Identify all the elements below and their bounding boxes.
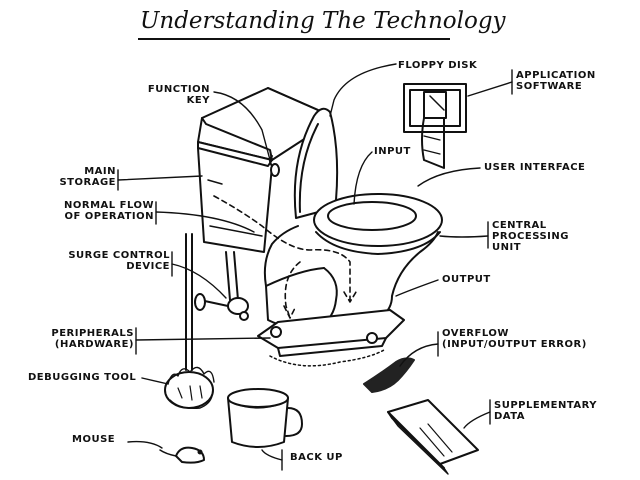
toilet-base: [257, 309, 405, 367]
label-supplementary-data-line1: SUPPLEMENTARY: [494, 400, 598, 411]
label-input: INPUT: [374, 146, 411, 157]
label-floppy-disk: FLOPPY DISK: [398, 60, 478, 71]
label-cpu: CENTRAL PROCESSING UNIT: [492, 220, 569, 253]
paper-holder: [403, 83, 467, 169]
label-function-key: FUNCTION KEY: [138, 84, 210, 106]
label-debugging-tool: DEBUGGING TOOL: [28, 372, 137, 383]
label-peripherals-line1: PERIPHERALS: [51, 328, 134, 339]
label-surge-control-line1: SURGE CONTROL: [68, 250, 170, 261]
label-supplementary-data-line2: DATA: [494, 411, 526, 422]
mug: [227, 388, 303, 448]
title-underline: [138, 38, 450, 40]
toilet-seat: [313, 193, 443, 255]
label-main-storage: MAIN STORAGE: [36, 166, 116, 188]
label-supplementary-data: SUPPLEMENTARY DATA: [494, 400, 597, 422]
label-normal-flow-line2: OF OPERATION: [64, 211, 154, 222]
puddle: [363, 357, 415, 393]
surge-valve: [194, 251, 249, 321]
label-overflow-line1: OVERFLOW: [442, 328, 509, 339]
label-peripherals: PERIPHERALS (HARDWARE): [40, 328, 134, 350]
label-function-key-line1: FUNCTION: [147, 84, 210, 95]
toilet-lid: [293, 107, 339, 219]
label-back-up: BACK UP: [290, 452, 343, 463]
label-cpu-line2: PROCESSING: [492, 231, 569, 242]
page-title: Understanding The Technology: [140, 8, 506, 34]
label-normal-flow-line1: NORMAL FLOW: [64, 200, 154, 211]
label-application-software-line1: APPLICATION: [516, 70, 596, 81]
label-main-storage-line2: STORAGE: [59, 177, 116, 188]
label-main-storage-line1: MAIN: [84, 166, 116, 177]
mouse-figure: [159, 446, 205, 464]
leader-lines: [117, 63, 513, 471]
label-cpu-line3: UNIT: [492, 242, 522, 253]
label-surge-control: SURGE CONTROL DEVICE: [60, 250, 170, 272]
label-application-software-line2: SOFTWARE: [516, 81, 583, 92]
label-overflow-line2: (INPUT/OUTPUT ERROR): [442, 339, 587, 350]
label-surge-control-line2: DEVICE: [126, 261, 170, 272]
flow-path: [213, 195, 357, 319]
label-function-key-line2: KEY: [186, 95, 210, 106]
magazine: [387, 399, 479, 475]
label-peripherals-line2: (HARDWARE): [54, 339, 134, 350]
label-cpu-line1: CENTRAL: [492, 220, 547, 231]
label-application-software: APPLICATION SOFTWARE: [516, 70, 596, 92]
label-user-interface: USER INTERFACE: [484, 162, 586, 173]
label-normal-flow: NORMAL FLOW OF OPERATION: [46, 200, 154, 222]
label-mouse: MOUSE: [72, 434, 116, 445]
label-output: OUTPUT: [442, 274, 491, 285]
label-overflow: OVERFLOW (INPUT/OUTPUT ERROR): [442, 328, 587, 350]
plunger: [164, 233, 215, 410]
